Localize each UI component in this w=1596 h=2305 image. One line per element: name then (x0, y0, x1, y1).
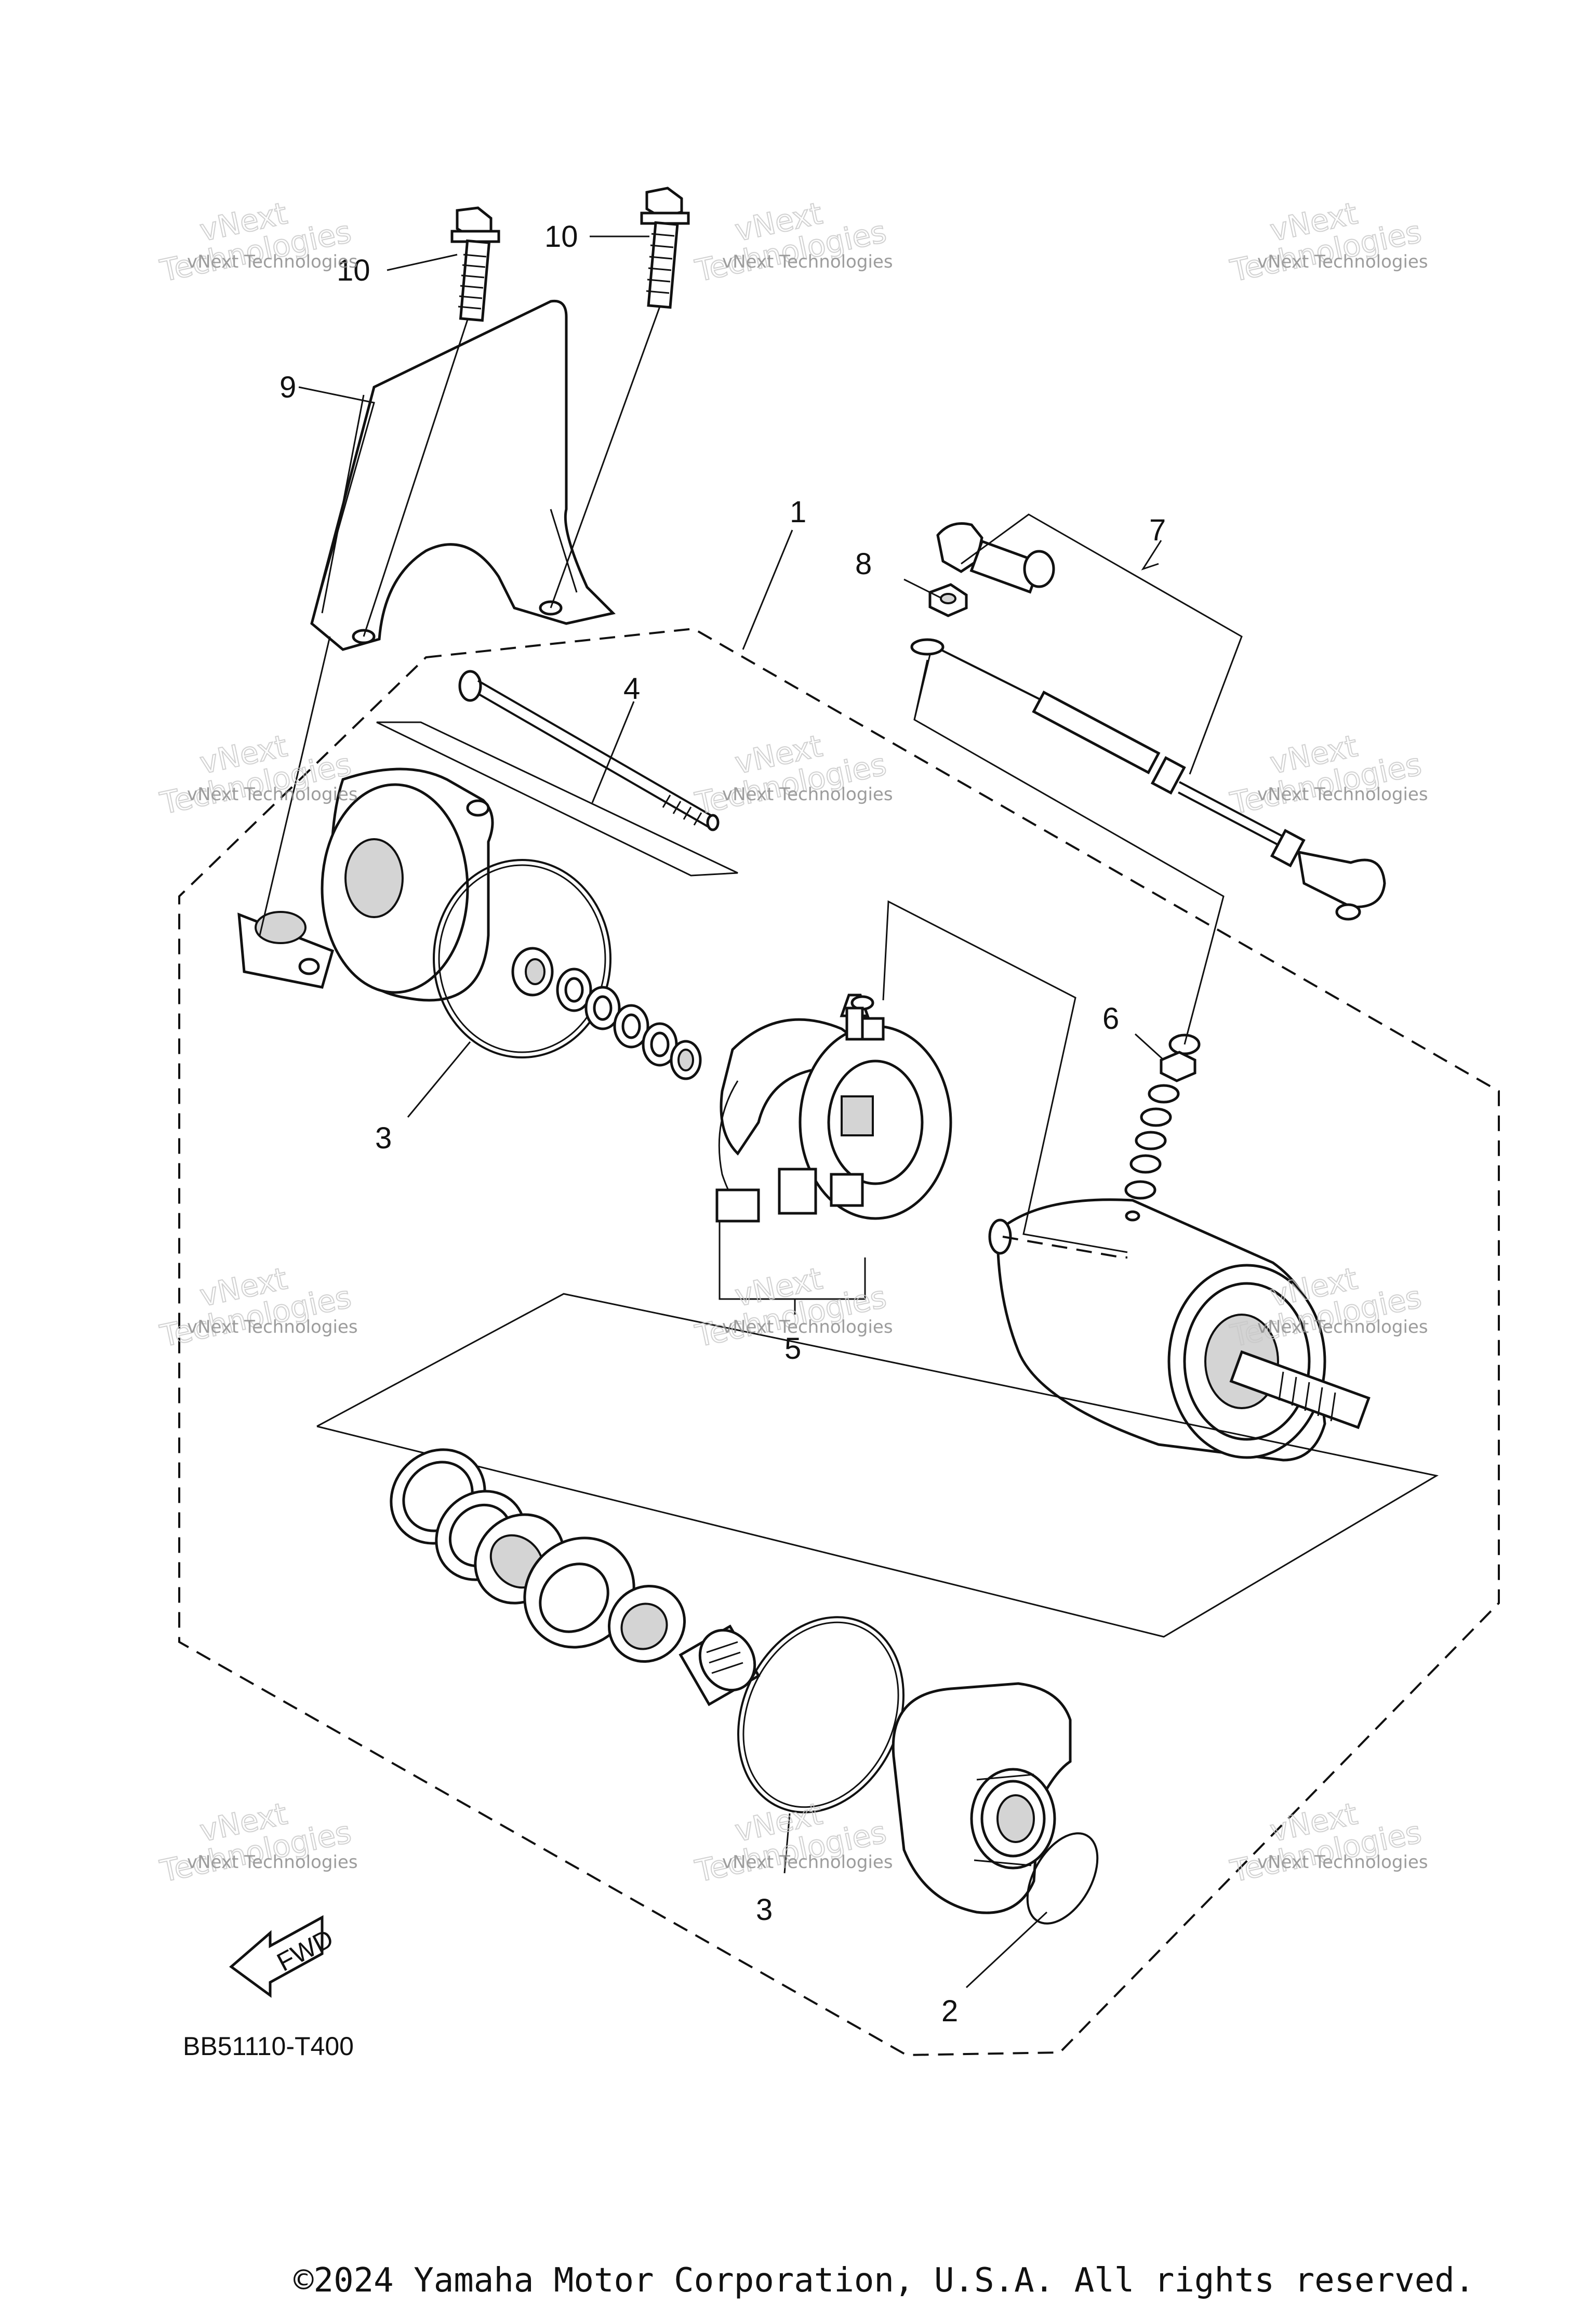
nut (928, 583, 968, 617)
watermark: vNext Technologies vNext Technologies (1227, 727, 1428, 822)
svg-text:vNext Technologies: vNext Technologies (722, 251, 893, 272)
watermark: vNext Technologies vNext Technologies (156, 195, 358, 289)
callout-9: 9 (280, 370, 296, 404)
lead-wire-bracket (961, 513, 1243, 775)
callout-6: 6 (1102, 1002, 1119, 1036)
o-ring-lower-inner (742, 1621, 899, 1808)
lead-wire (910, 522, 1386, 921)
callout-10-left: 10 (337, 254, 370, 287)
front-cover (237, 767, 494, 1002)
watermark: vNext Technologies vNext Technologies (156, 1260, 358, 1354)
o-ring-upper-inner (438, 864, 606, 1053)
through-bolt-bracket (376, 721, 738, 877)
watermark: vNext Technologies vNext Technologies (691, 1795, 893, 1889)
o-ring-upper (433, 859, 611, 1058)
bolt-left (450, 206, 500, 322)
svg-text:vNext Technologies: vNext Technologies (187, 1317, 358, 1337)
terminal-stud (845, 995, 874, 1041)
part-code: BB51110-T400 (183, 2032, 354, 2061)
svg-text:vNext Technologies: vNext Technologies (187, 251, 358, 272)
svg-text:vNext Technologies: vNext Technologies (722, 784, 893, 805)
brush-holder-bracket (719, 1221, 866, 1300)
leader-lines (259, 235, 1165, 1989)
washers-lower (390, 1448, 761, 1706)
rear-cover (892, 1682, 1072, 1914)
watermark: vNext Technologies vNext Technologies (691, 195, 893, 289)
callout-2: 2 (941, 1994, 958, 2028)
callout-4: 4 (623, 672, 640, 706)
lower-washers-bracket (316, 1293, 1439, 1638)
svg-text:vNext Technologies: vNext Technologies (1257, 1852, 1428, 1873)
callout-3-lower: 3 (756, 1893, 773, 1927)
bracket (310, 299, 616, 651)
watermark: vNext Technologies vNext Technologies (1227, 1795, 1428, 1889)
copyright: ©2024 Yamaha Motor Corporation, U.S.A. A… (294, 2261, 1474, 2300)
armature-yoke (988, 1198, 1371, 1462)
svg-text:vNext Technologies: vNext Technologies (1257, 784, 1428, 805)
svg-text:vNext Technologies: vNext Technologies (722, 1852, 893, 1873)
fwd-arrow-icon: FWD (229, 1915, 338, 1998)
callout-1: 1 (790, 495, 806, 529)
callout-7: 7 (1149, 513, 1166, 547)
watermark: vNext Technologies vNext Technologies (156, 727, 358, 822)
brush-holder-leader (882, 900, 1128, 1253)
svg-text:vNext Technologies: vNext Technologies (722, 1317, 893, 1337)
nut-washer-stack (1124, 1034, 1201, 1222)
lead-wire-bracket-left (913, 654, 931, 720)
brush-holder (715, 993, 952, 1223)
watermark: vNext Technologies vNext Technologies (156, 1795, 358, 1889)
svg-text:vNext Technologies: vNext Technologies (187, 1852, 358, 1873)
o-ring-lower (737, 1616, 905, 1813)
watermark: vNext Technologies vNext Technologies (1227, 195, 1428, 289)
through-bolt (458, 670, 720, 831)
bolt-right (640, 187, 690, 309)
callout-10-right: 10 (544, 220, 578, 254)
svg-text:vNext Technologies: vNext Technologies (1257, 1317, 1428, 1337)
callout-3-upper: 3 (375, 1121, 392, 1155)
svg-text:vNext Technologies: vNext Technologies (1257, 251, 1428, 272)
callout-5: 5 (784, 1332, 801, 1366)
washers-upper (511, 947, 702, 1080)
callout-8: 8 (855, 547, 872, 581)
svg-text:vNext Technologies: vNext Technologies (187, 784, 358, 805)
assembly-boundary (178, 627, 1500, 2057)
